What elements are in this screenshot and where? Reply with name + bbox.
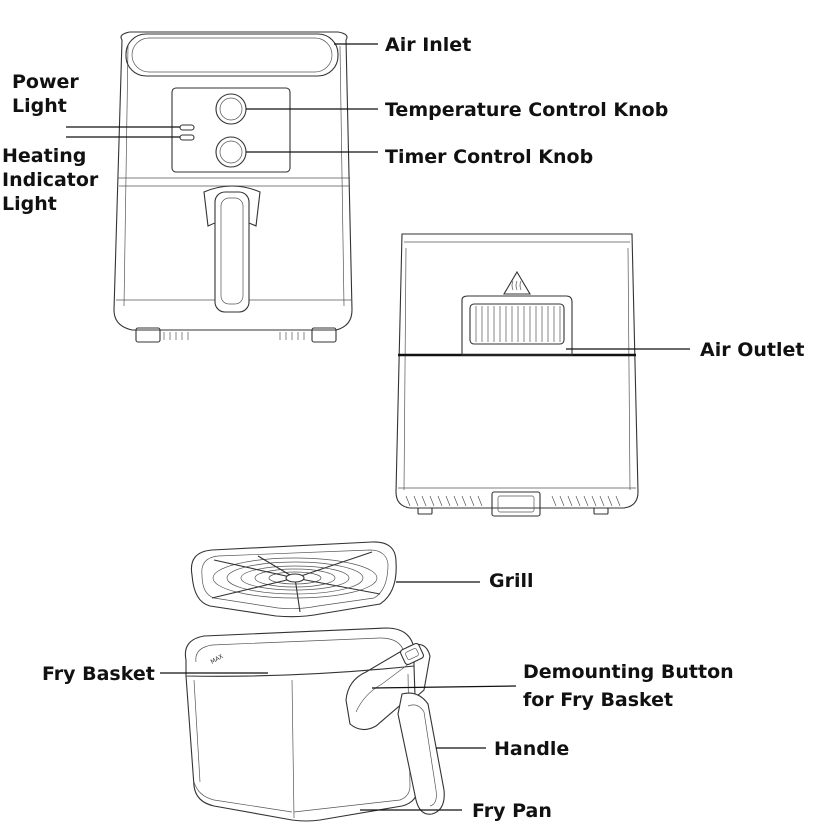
label-demounting-line2: for Fry Basket — [523, 689, 673, 711]
label-power-light-line1: Power — [12, 71, 79, 93]
label-air-outlet: Air Outlet — [700, 339, 804, 361]
label-air-inlet: Air Inlet — [385, 34, 471, 56]
air-outlet — [461, 295, 573, 356]
air-fryer-rear-view — [395, 233, 639, 517]
fry-basket: MAX — [184, 627, 419, 822]
label-handle: Handle — [494, 738, 569, 760]
label-timer-knob: Timer Control Knob — [385, 146, 593, 168]
label-grill: Grill — [489, 570, 534, 592]
basket-leader-lines — [160, 672, 517, 811]
power-light — [179, 124, 195, 131]
max-mark: MAX — [210, 653, 225, 666]
front-view-leader-lines — [66, 43, 378, 153]
air-inlet — [125, 33, 339, 77]
heating-indicator-light — [179, 134, 195, 141]
label-power-light-line2: Light — [12, 95, 67, 117]
temperature-control-knob[interactable] — [215, 93, 247, 125]
label-heating-line1: Heating — [2, 145, 86, 167]
front-handle[interactable] — [203, 185, 261, 313]
front-view-labels: Air Inlet Power Light Temperature Contro… — [2, 34, 668, 215]
label-demounting-line1: Demounting Button — [523, 661, 734, 683]
label-fry-basket: Fry Basket — [42, 663, 155, 685]
basket-handle[interactable] — [345, 643, 445, 815]
label-temperature-knob: Temperature Control Knob — [385, 99, 668, 121]
basket-labels: Fry Basket Demounting Button for Fry Bas… — [42, 661, 734, 822]
label-heating-line3: Light — [2, 193, 57, 215]
grill — [190, 541, 397, 618]
air-fryer-front-view — [113, 31, 353, 343]
timer-control-knob[interactable] — [215, 136, 247, 168]
warning-hot-icon — [503, 270, 531, 295]
label-heating-line2: Indicator — [2, 169, 99, 191]
demounting-button[interactable] — [399, 642, 425, 666]
label-fry-pan: Fry Pan — [472, 800, 552, 822]
